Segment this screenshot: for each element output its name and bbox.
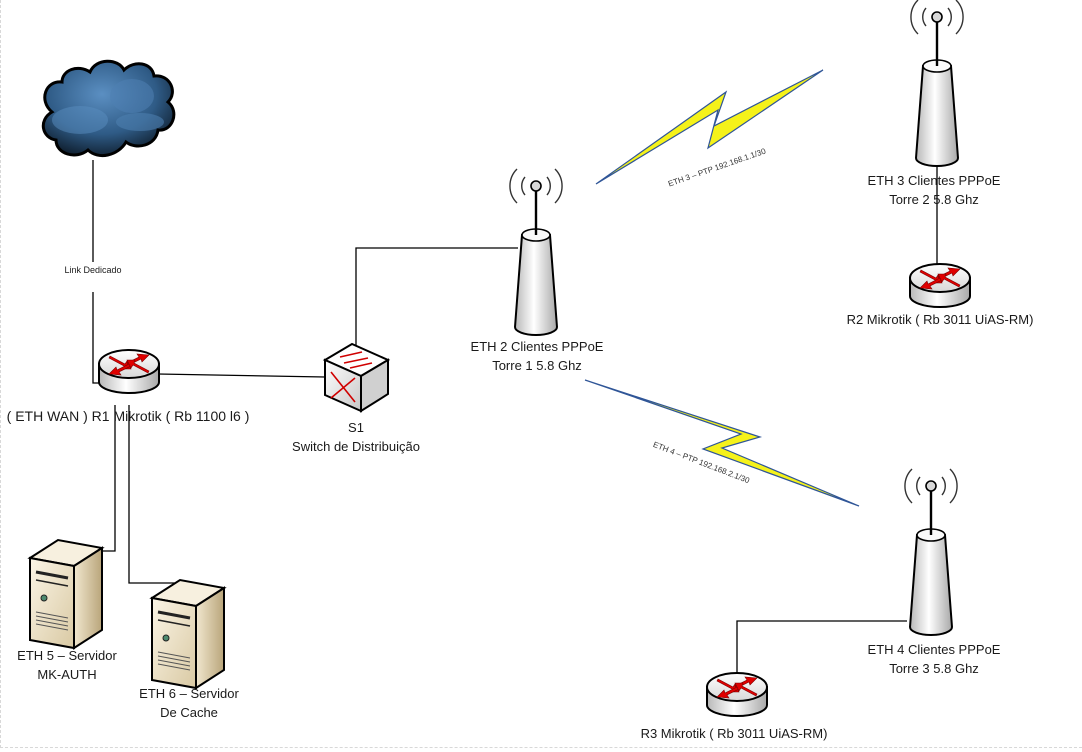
link-r1-srv1: [93, 405, 116, 552]
link-dedicado: [92, 292, 100, 384]
router-r3-icon[interactable]: [706, 672, 768, 717]
router-r2-icon[interactable]: [909, 263, 971, 308]
router-r3-label: R3 Mikrotik ( Rb 3011 UiAS-RM): [640, 726, 828, 741]
torre2-sublabel: Torre 2 5.8 Ghz: [889, 192, 979, 207]
torre3-sublabel: Torre 3 5.8 Ghz: [889, 661, 979, 676]
antenna-torre2-icon[interactable]: [909, 0, 965, 168]
server-cache-icon[interactable]: [150, 578, 226, 690]
torre3-label: ETH 4 Clientes PPPoE: [867, 642, 1001, 657]
server-mkauth-sublabel: MK-AUTH: [37, 667, 97, 682]
server-mkauth-icon[interactable]: [28, 538, 104, 650]
server-cache-sublabel: De Cache: [160, 705, 218, 720]
internet-cloud-icon: [41, 59, 176, 158]
server-cache-label: ETH 6 – Servidor: [139, 686, 239, 701]
page-border: [0, 747, 1082, 748]
router-r1-icon[interactable]: [98, 349, 160, 394]
link-s1-torre1: [355, 247, 518, 348]
link-r1-s1: [157, 373, 326, 378]
antenna-torre1-icon[interactable]: [508, 167, 564, 337]
link-dedicado-label: Link Dedicado: [62, 265, 124, 276]
page-border: [0, 0, 1, 748]
router-r1-label: ( ETH WAN ) R1 Mikrotik ( Rb 1100 l6 ): [6, 408, 250, 424]
wireless-link-ptp1: [595, 69, 824, 185]
antenna-torre3-icon[interactable]: [903, 467, 959, 637]
router-r2-label: R2 Mikrotik ( Rb 3011 UiAS-RM): [846, 312, 1034, 327]
switch-s1-sublabel: Switch de Distribuição: [292, 439, 420, 454]
torre2-label: ETH 3 Clientes PPPoE: [867, 173, 1001, 188]
server-mkauth-label: ETH 5 – Servidor: [17, 648, 117, 663]
link-r1-srv2: [128, 405, 195, 584]
torre1-label: ETH 2 Clientes PPPoE: [470, 339, 604, 354]
switch-s1-icon[interactable]: [322, 342, 391, 413]
link-torre3-r3: [736, 620, 907, 680]
torre1-sublabel: Torre 1 5.8 Ghz: [492, 358, 582, 373]
wireless-link-ptp2: [584, 379, 860, 507]
switch-s1-label: S1: [348, 420, 364, 435]
